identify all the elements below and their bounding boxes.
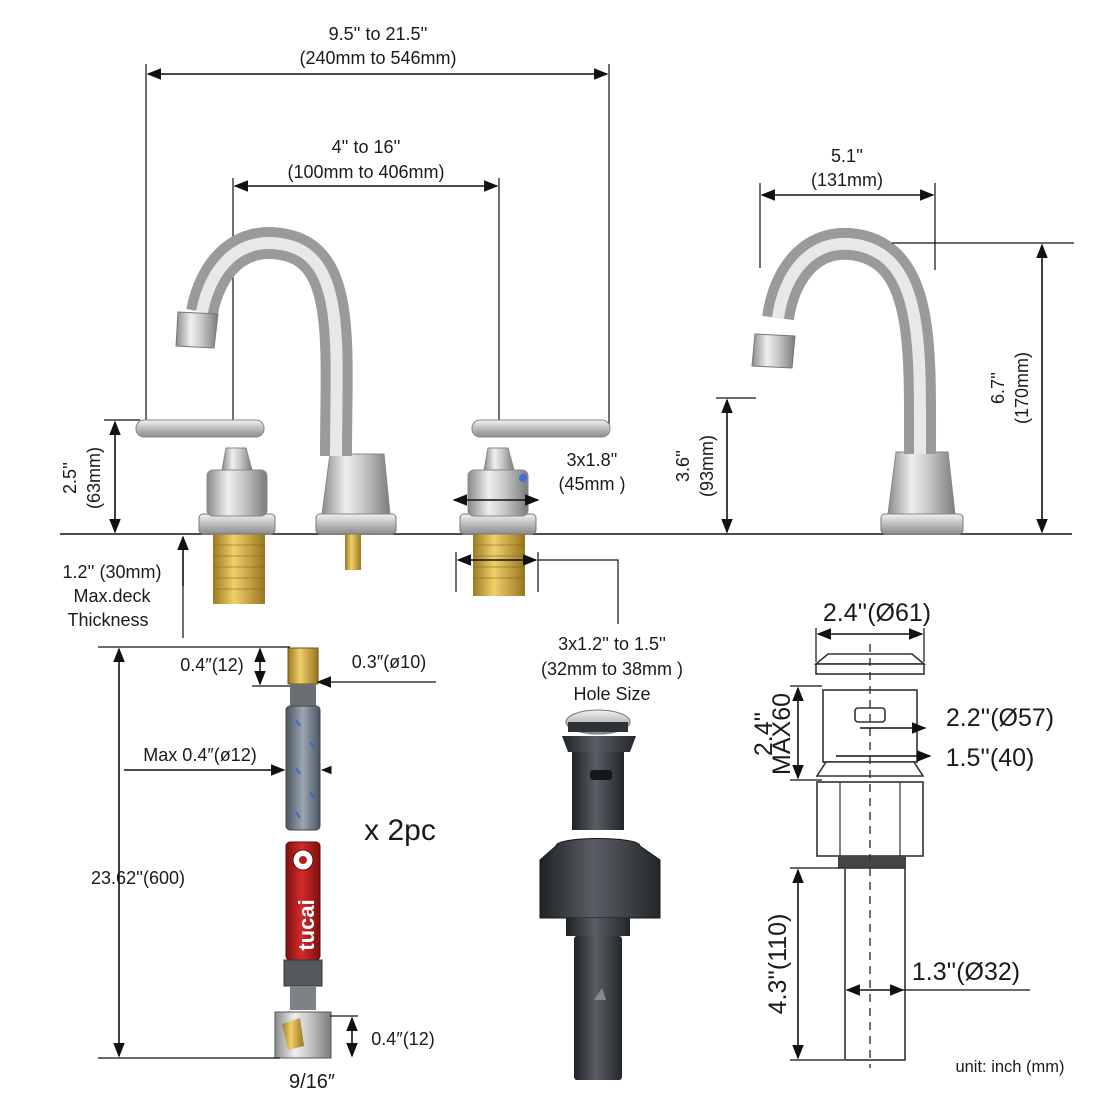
side-spout xyxy=(751,227,964,535)
hole-size-line2: (32mm to 38mm ) xyxy=(541,659,683,679)
deck-thickness-line2: Max.deck xyxy=(73,586,151,606)
spout-base-height-mm: (93mm) xyxy=(697,435,717,497)
hose-bottom-fitting: 0.4″(12) xyxy=(371,1029,434,1049)
handle-spread-inch: 4'' to 16'' xyxy=(332,137,401,157)
spout-total-height-inch: 6.7'' xyxy=(988,372,1008,404)
drain-tail-diameter: 1.3''(Ø32) xyxy=(912,958,1020,986)
hose-quantity: x 2pc xyxy=(364,814,436,847)
hose-brand-logo: tucai xyxy=(294,899,319,950)
popup-drain xyxy=(539,709,661,1080)
drain-tail-height: 4.3''(110) xyxy=(764,914,792,1015)
hose-dimensions: 23.62''(600) 0.4″(12) 0.3″(ø10) Max 0.4″… xyxy=(91,646,436,1093)
right-handle xyxy=(459,419,611,596)
deck-thickness-line1: 1.2'' (30mm) xyxy=(63,562,162,582)
drain-upper-height: 2.4'' xyxy=(750,712,778,756)
supply-hose: tucai xyxy=(274,647,332,1059)
hose-top-diameter: 0.3″(ø10) xyxy=(352,652,426,672)
spout-total-height-mm: (170mm) xyxy=(1012,352,1032,424)
hose-nut-size: 9/16″ xyxy=(289,1071,335,1093)
drain-flange-height: 1.5''(40) xyxy=(946,744,1035,772)
spout-base-height-inch: 3.6'' xyxy=(673,450,693,482)
handle-height-mm: (63mm) xyxy=(84,447,104,509)
hole-size-line3: Hole Size xyxy=(573,684,650,704)
overall-spread-mm: (240mm to 546mm) xyxy=(299,48,456,68)
hose-max-diameter: Max 0.4″(ø12) xyxy=(143,745,256,765)
overall-spread-dimension: 9.5'' to 21.5'' (240mm to 546mm) xyxy=(145,24,610,425)
drain-technical-drawing: 2.4''(Ø61) 2.2''(Ø57) 1.5''(40) 2.4'' MA… xyxy=(750,599,1054,1068)
spout-total-height-dimension: 6.7'' (170mm) xyxy=(892,242,1074,534)
base-diameter-inch: 3x1.8'' xyxy=(567,450,618,470)
spout-reach-mm: (131mm) xyxy=(811,170,883,190)
left-handle xyxy=(135,419,276,604)
handle-height-dimension: 2.5'' (63mm) xyxy=(60,419,140,534)
main-spout xyxy=(175,227,397,570)
drain-max-label: MAX60 xyxy=(768,693,796,775)
drain-cap-diameter: 2.4''(Ø61) xyxy=(823,599,931,627)
hose-length: 23.62''(600) xyxy=(91,868,185,888)
deck-thickness-dimension: 1.2'' (30mm) Max.deck Thickness xyxy=(63,535,189,638)
unit-note: unit: inch (mm) xyxy=(955,1058,1064,1076)
handle-height-inch: 2.5'' xyxy=(60,462,80,494)
drain-flange-diameter: 2.2''(Ø57) xyxy=(946,704,1054,732)
hole-size-dimension: 3x1.2'' to 1.5'' (32mm to 38mm ) Hole Si… xyxy=(455,552,683,704)
deck-thickness-line3: Thickness xyxy=(67,610,148,630)
spout-reach-inch: 5.1'' xyxy=(831,146,863,166)
spout-reach-dimension: 5.1'' (131mm) xyxy=(759,146,936,270)
spout-base-height-dimension: 3.6'' (93mm) xyxy=(673,397,756,534)
base-diameter-dimension: 3x1.8'' (45mm ) xyxy=(452,450,626,506)
handle-spread-mm: (100mm to 406mm) xyxy=(287,162,444,182)
hose-top-fitting: 0.4″(12) xyxy=(180,655,243,675)
left-handle-shank xyxy=(213,534,265,604)
hole-size-line1: 3x1.2'' to 1.5'' xyxy=(558,634,666,654)
handle-spread-dimension: 4'' to 16'' (100mm to 406mm) xyxy=(232,137,500,425)
base-diameter-mm: (45mm ) xyxy=(559,474,626,494)
overall-spread-inch: 9.5'' to 21.5'' xyxy=(329,24,428,44)
